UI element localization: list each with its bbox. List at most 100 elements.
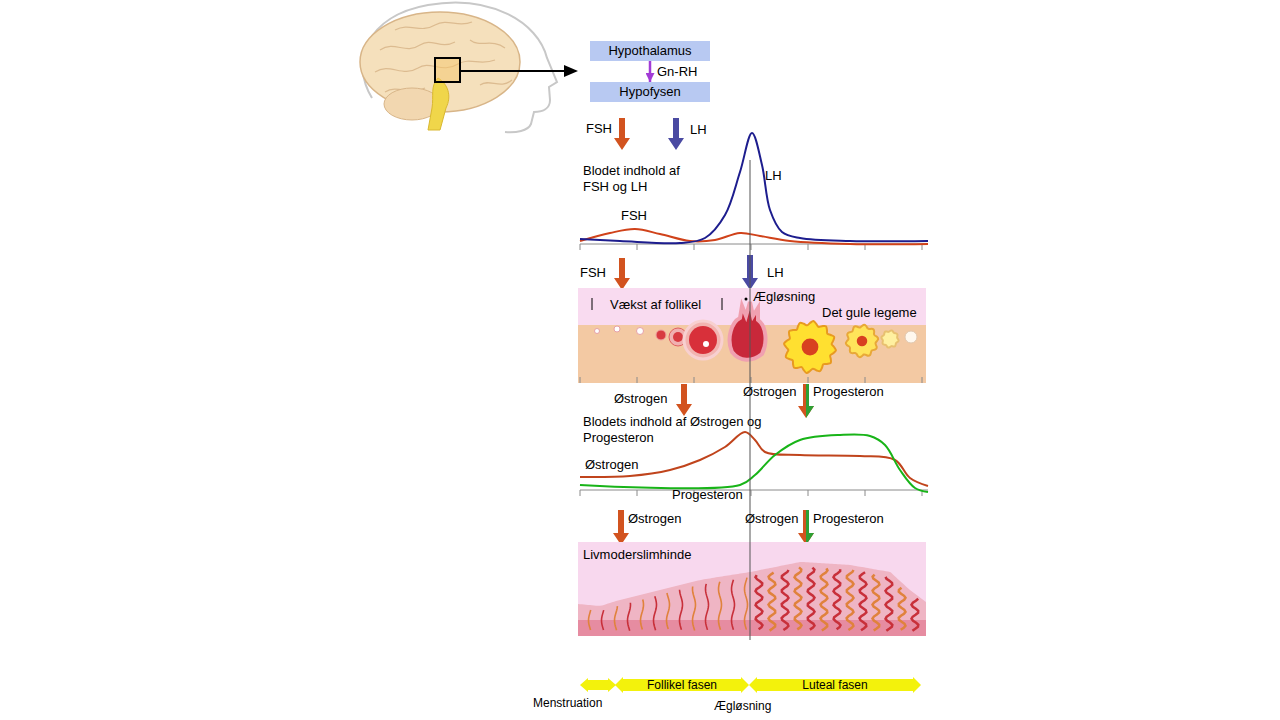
uterine-gland [667, 593, 670, 629]
hormone-arrow [614, 118, 630, 150]
luteum-core [802, 339, 819, 356]
uterine-gland [602, 610, 604, 630]
uterine-gland [732, 580, 735, 630]
band-label: Vækst af follikel [610, 297, 701, 312]
connector-label: Gn-RH [657, 64, 697, 80]
axis-tick [580, 490, 581, 496]
hormone-arrow [676, 384, 692, 416]
axis-tick [808, 244, 809, 250]
corpus-luteum [846, 325, 878, 357]
hormone-label: FSH [621, 208, 647, 224]
luteum-body [784, 321, 836, 373]
corpus-albicans [905, 331, 917, 343]
ruptured-follicle [730, 302, 766, 360]
axis-tick [694, 377, 695, 383]
uterine-gland [808, 568, 815, 630]
axis-tick [751, 490, 752, 496]
phase-arrow-fill [615, 677, 749, 693]
phase-arrow: Follikel fasen [615, 677, 749, 693]
hormone-arrow [668, 118, 684, 150]
hormone-label: LH [767, 265, 784, 281]
hormone-label: FSH [580, 265, 606, 281]
uterine-gland [641, 600, 644, 630]
corpus-luteum [881, 330, 898, 347]
brain-gyrus [480, 80, 512, 85]
brain-gyrus [395, 22, 472, 30]
band-label: Ægløsning [753, 289, 815, 304]
axis-tick [694, 244, 695, 250]
hormone-label: LH [690, 122, 707, 138]
uterine-gland [782, 570, 789, 630]
hormone-label: LH [765, 168, 782, 184]
hormone-label: Progesteron [813, 384, 884, 400]
hormone-arrow-half [806, 510, 814, 545]
hormone-box: Hypothalamus [590, 41, 710, 61]
band-label: Livmoderslimhinde [583, 547, 691, 562]
hormone-label: Østrogen [585, 457, 638, 473]
hormone-label: Progesteron [813, 511, 884, 527]
primary-follicle [637, 328, 644, 335]
phase-arrow-fill [580, 678, 616, 692]
uterine-gland [719, 582, 722, 630]
axis-tick [637, 377, 638, 383]
ovulation-line [750, 160, 751, 640]
bracket-bar [592, 298, 593, 310]
axis-tick [580, 244, 581, 250]
follicle-antrum [689, 326, 717, 354]
hormone-label: FSH [586, 121, 612, 137]
axis-tick [637, 490, 638, 496]
axis-tick [808, 377, 809, 383]
corpus-luteum [784, 321, 836, 373]
uterine-gland [628, 603, 631, 631]
uterine-gland [873, 575, 880, 631]
oocyte [703, 341, 709, 347]
axis-tick [808, 490, 809, 496]
released-egg [745, 298, 748, 301]
pointer-line [460, 70, 566, 72]
axis-tick [865, 377, 866, 383]
hormone-arrow [614, 258, 630, 290]
basal-layer [578, 620, 926, 636]
box-label: Follikel fasen [615, 677, 749, 693]
focus-square [435, 58, 460, 82]
uterine-gland [654, 596, 657, 630]
hormone-arrow [613, 510, 629, 545]
hormone-label: Østrogen [628, 511, 681, 527]
axis-tick [751, 377, 752, 383]
phase-arrow-fill [749, 677, 921, 693]
axis-tick [922, 377, 923, 383]
hormone-label: Østrogen [614, 391, 667, 407]
luteum-body [881, 330, 898, 347]
brain-gyrus [380, 42, 455, 50]
axis-tick [637, 244, 638, 250]
uterine-gland [847, 570, 854, 630]
brainstem [428, 78, 449, 130]
luteum-body [846, 325, 878, 357]
ovary-band: Vækst af follikel ÆgløsningDet gule legem… [578, 288, 926, 383]
chart-title: Blodets indhold af Østrogen og Progester… [583, 414, 768, 446]
hormone-label: Østrogen [743, 384, 796, 400]
axis-tick [751, 244, 752, 250]
uterine-gland [769, 573, 776, 631]
box-label: Hypofysen [590, 82, 710, 102]
hormone-box: Hypofysen [590, 82, 710, 102]
axis-tick [580, 377, 581, 383]
phase-arrow: Menstruation [530, 677, 616, 711]
uterine-gland [821, 568, 828, 630]
bracket-bar [722, 298, 723, 310]
hormone-label: Ægløsning [714, 698, 771, 714]
phase-arrow: Luteal fasen [749, 677, 921, 693]
endometrium-band: Livmoderslimhinde [578, 542, 926, 636]
hormone-arrow [798, 384, 814, 418]
uterine-gland [589, 610, 591, 630]
uterine-gland [795, 567, 802, 629]
band-top [578, 542, 926, 636]
chart-axis [580, 490, 928, 491]
band-label: Det gule legeme [822, 305, 917, 320]
box-label: Luteal fasen [749, 677, 921, 693]
luteum-core [857, 336, 868, 347]
